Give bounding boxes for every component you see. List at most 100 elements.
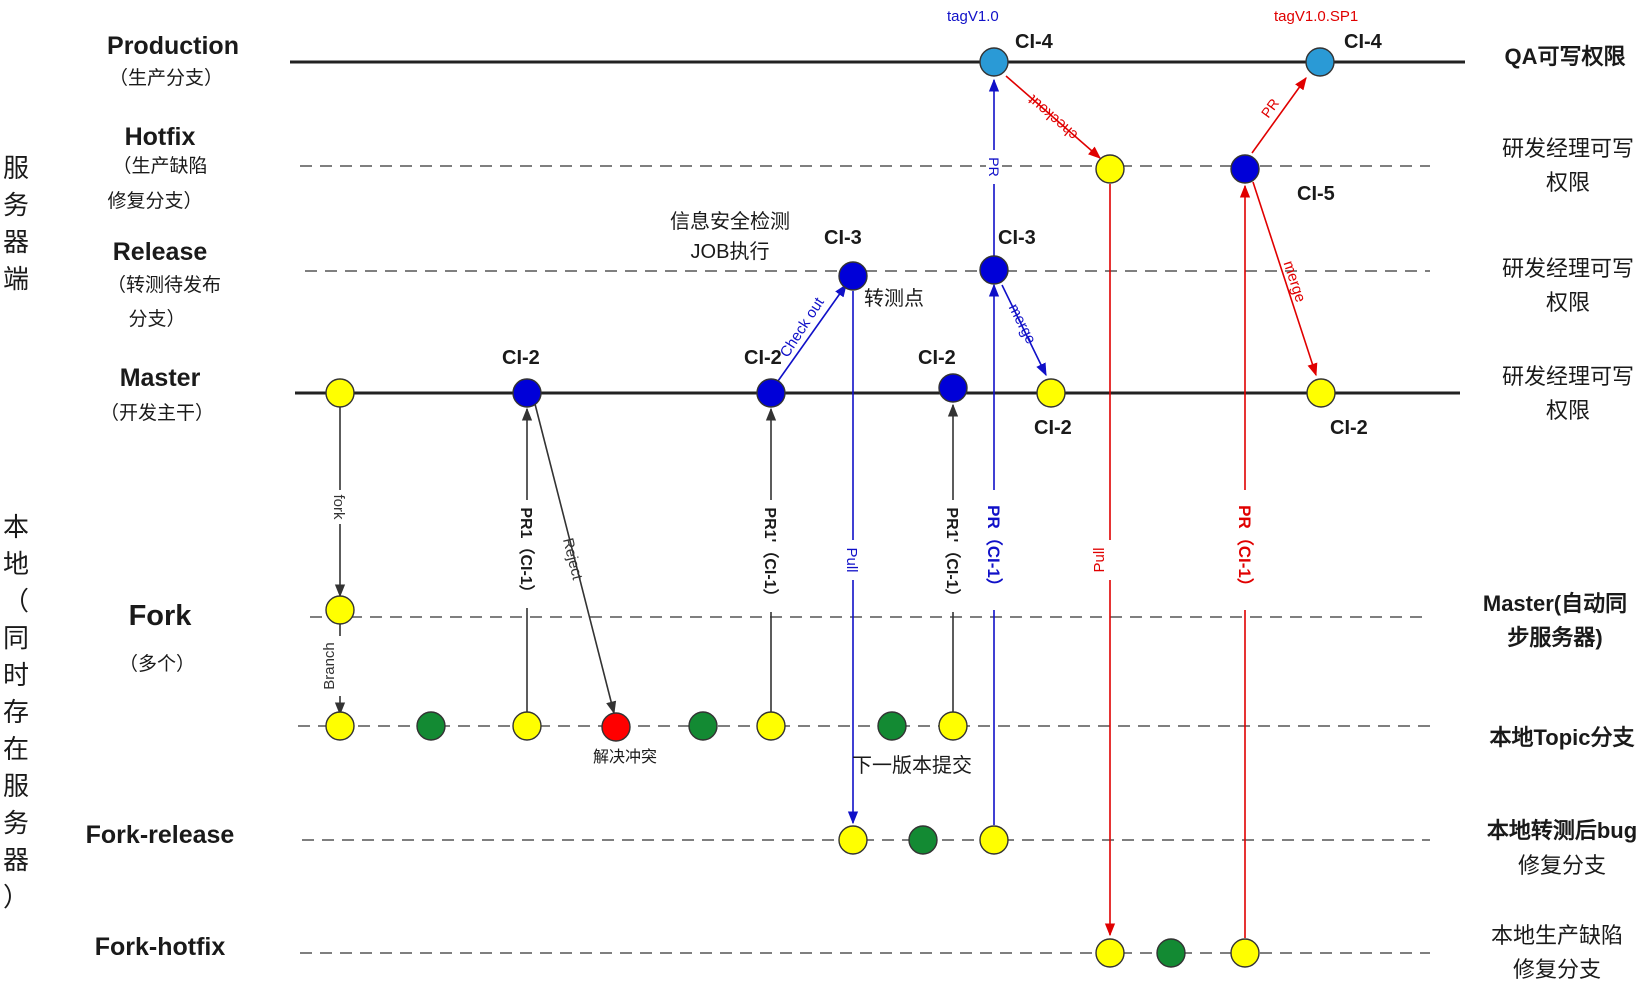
side-local-9: 务 [3,808,29,838]
pr-red-main-label: PR（CI-1） [1235,505,1255,595]
side-local-3: （ [3,586,29,616]
side-local-11: ） [3,882,29,912]
annotation-resolve-conflict: 解决冲突 [593,748,657,766]
label-ci2-e: CI-2 [1330,417,1368,439]
commit-ci3-a [838,261,868,291]
perm-hotfix-2: 权限 [1546,170,1590,195]
commit-fr-2 [908,825,938,855]
commit-topic-8 [938,711,968,741]
commit-labels: CI-4 CI-4 CI-5 CI-3 CI-3 CI-2 CI-2 CI-2 … [502,31,1383,439]
branch-desc-master: （开发主干） [100,402,214,424]
side-local-7: 在 [3,734,29,764]
perm-master-1: 研发经理可写 [1502,364,1634,389]
commit-ci2-b [756,378,786,408]
label-ci5: CI-5 [1297,183,1335,205]
pull-blue-label: Pull [843,547,860,572]
merge-red-label: merge [1280,259,1309,305]
branch-lines [290,60,1465,954]
side-local-10: 器 [3,845,29,875]
pr1-label: PR1（CI-1） [517,507,535,600]
commit-ci2-a [512,378,542,408]
fork-label: fork [330,494,347,520]
permission-labels: QA可写权限 研发经理可写 权限 研发经理可写 权限 研发经理可写 权限 Mas… [1483,44,1637,982]
branch-name-release: Release [113,238,208,266]
commit-topic-2 [416,711,446,741]
pr-blue-up-label: PR [986,157,1002,176]
label-ci2-c: CI-2 [918,347,956,369]
pr-blue-main-label: PR（CI-1） [984,505,1004,595]
checkout-label: Check out [777,294,828,361]
perm-fork-2: 步服务器) [1507,625,1602,650]
side-local-8: 服 [3,771,29,801]
branch-desc-release-2: 分支） [128,308,185,330]
perm-fork-release-1: 本地转测后bug [1487,818,1637,843]
commit-ci2-e [1306,378,1336,408]
label-ci4-b: CI-4 [1344,31,1383,53]
side-local-2: 地 [3,549,29,579]
branch-name-fork: Fork [129,600,193,632]
commit-fr-3 [979,825,1009,855]
commit-fh-1 [1095,938,1125,968]
reject-label: Reject [559,536,586,582]
branch-desc-hotfix-2: 修复分支） [107,190,202,212]
perm-fork-hotfix-1: 本地生产缺陷 [1491,923,1623,948]
merge-blue-label: merge [1005,301,1039,347]
annotation-security-1: 信息安全检测 [670,210,790,233]
checkout-red-label: checkout [1024,91,1081,144]
branch-desc-production: （生产分支） [109,67,223,89]
commit-topic-6 [756,711,786,741]
pr1b-label: PR1'（CI-1） [761,507,779,604]
side-local-5: 时 [3,660,29,690]
commit-ci2-c [938,373,968,403]
label-ci4-a: CI-4 [1015,31,1054,53]
branch-name-production: Production [107,32,239,60]
commit-ci2-d [1036,378,1066,408]
commit-fork [325,595,355,625]
commit-topic-3 [512,711,542,741]
side-server-1: 服 [3,153,29,183]
perm-release-1: 研发经理可写 [1502,256,1634,281]
branch-label: Branch [321,642,338,690]
commit-topic-5 [688,711,718,741]
label-ci2-a: CI-2 [502,347,540,369]
tag-v1: tagV1.0 [947,8,999,25]
side-local-1: 本 [3,512,29,542]
branch-name-fork-release: Fork-release [86,821,235,849]
commit-topic-1 [325,711,355,741]
perm-fork-hotfix-2: 修复分支 [1513,957,1601,982]
pull-red-label: Pull [1091,547,1108,572]
pr1c-label: PR1'（CI-1） [943,507,961,604]
perm-hotfix-1: 研发经理可写 [1502,136,1634,161]
side-labels: 服 务 器 端 本 地 （ 同 时 存 在 服 务 器 ） [3,153,29,912]
merge-red-arrow [1252,181,1318,377]
reject-arrow [534,403,617,715]
label-ci3-b: CI-3 [998,227,1036,249]
commit-ci4-a [979,47,1009,77]
branch-name-master: Master [120,364,201,392]
branch-desc-fork: （多个） [119,653,195,675]
perm-release-2: 权限 [1546,290,1590,315]
commit-fh-3 [1230,938,1260,968]
checkout-arrow [777,283,847,382]
branch-name-fork-hotfix: Fork-hotfix [95,933,226,961]
branch-names: Production （生产分支） Hotfix （生产缺陷 修复分支） Rel… [86,32,239,961]
commit-fr-1 [838,825,868,855]
commit-topic-conflict [601,712,631,742]
commit-ci3-b [979,255,1009,285]
side-local-6: 存 [3,697,29,727]
side-server-4: 端 [3,264,29,294]
flow-arrows [334,75,1318,938]
annotation-next-version: 下一版本提交 [852,754,972,777]
commit-nodes [325,47,1336,968]
side-local-4: 同 [3,623,29,653]
annotation-test-point: 转测点 [864,287,924,310]
merge-blue-arrow [1001,284,1047,377]
pr-red-up-arrow [1251,76,1307,154]
commit-ci4-b [1305,47,1335,77]
tag-v1-sp1: tagV1.0.SP1 [1274,8,1358,25]
label-ci2-b: CI-2 [744,347,782,369]
commit-topic-7 [877,711,907,741]
perm-fork-1: Master(自动同 [1483,591,1627,616]
